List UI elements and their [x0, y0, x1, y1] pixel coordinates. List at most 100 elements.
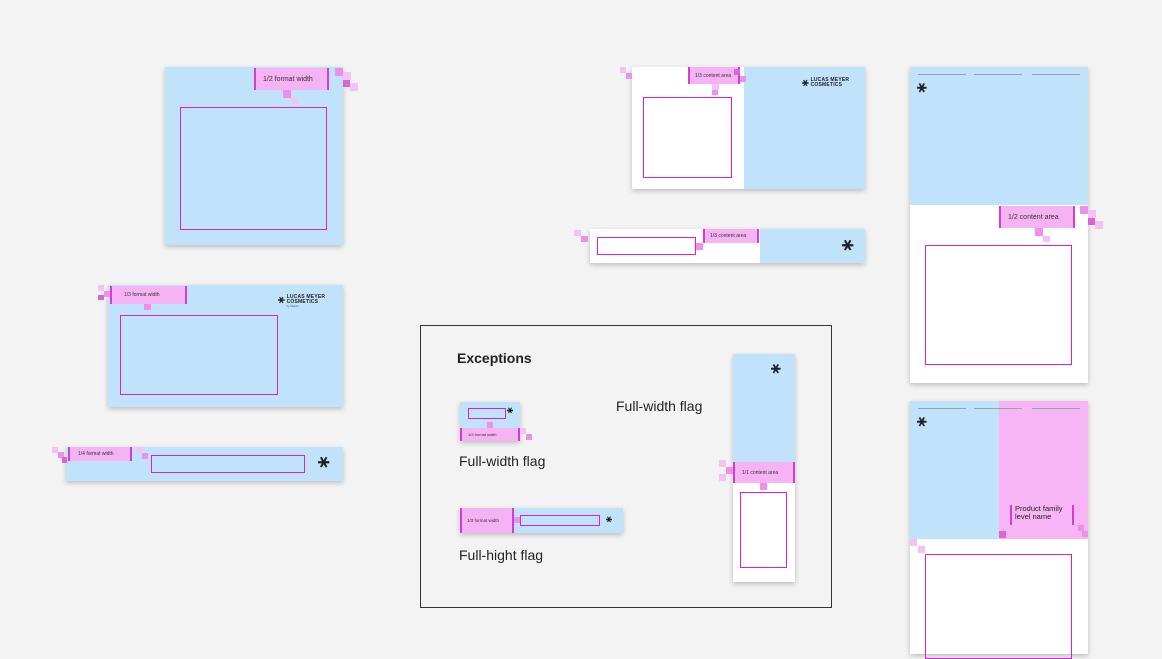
asterisk-icon: ⚹ — [318, 451, 330, 472]
flag-pixel — [1043, 236, 1050, 242]
flag-pixel — [514, 517, 520, 523]
blue-top — [733, 354, 795, 462]
asterisk-icon: ⚹ — [917, 413, 927, 430]
layout-card-third-width: 1/3 format width ⚹ LUCAS MEYER COSMETICS… — [98, 285, 343, 407]
flag-pixel — [696, 243, 703, 250]
flag-label: 1/3 format width — [124, 292, 160, 298]
format-flag: 1/1 content area — [733, 462, 795, 483]
flag-pixel — [626, 73, 632, 79]
blue-part — [760, 229, 865, 263]
full-width-flag-small-label: Full-width flag — [459, 453, 546, 469]
content-frame — [520, 515, 600, 526]
full-hight-flag-label: Full-hight flag — [459, 547, 544, 563]
layout-card-quarter-width: 1/4 format width ⚹ — [52, 447, 343, 481]
format-flag: 1/3 format width — [460, 508, 514, 533]
blue-area — [910, 401, 999, 539]
asterisk-icon: ⚹ — [606, 514, 612, 525]
flag-pixel — [999, 531, 1006, 538]
exceptions-title: Exceptions — [457, 350, 532, 366]
blue-half — [744, 67, 865, 189]
asterisk-icon: ⚹ — [771, 360, 781, 377]
layout-card-split-strip: 1/3 content area ⚹ — [574, 229, 865, 263]
flag-pixel — [734, 69, 740, 75]
top-rule — [918, 408, 966, 409]
exception-hight-card: 1/3 format width ⚹ — [460, 508, 623, 533]
flag-label: 1/3 content area — [710, 233, 747, 239]
flag-pixel — [98, 295, 104, 300]
layout-card-product-family: ⚹ Product family level name — [910, 401, 1088, 659]
white-bottom — [910, 539, 1088, 654]
flag-pixel — [574, 230, 581, 236]
format-flag: 1/2 content area — [999, 206, 1075, 228]
flag-pixel — [1035, 228, 1043, 236]
flag-pixel — [1088, 210, 1096, 218]
product-family-flag: Product family level name — [1010, 505, 1074, 525]
exception-tall-card: ⚹ 1/1 content area — [719, 354, 795, 582]
product-family-label: Product family level name — [1015, 504, 1063, 521]
asterisk-icon: ⚹ — [842, 234, 854, 255]
logo-sub: by Clariant — [286, 305, 299, 308]
flag-pixel — [1095, 221, 1103, 229]
content-frame — [468, 408, 506, 419]
flag-pixel — [712, 84, 719, 90]
flag-pixel — [726, 467, 733, 474]
flag-pixel — [1080, 206, 1088, 214]
format-flag: 1/2 format width — [254, 68, 329, 90]
flag-pixel — [620, 67, 626, 73]
flag-pixel — [1078, 525, 1084, 531]
logo-line-2: COSMETICS — [810, 82, 843, 88]
flag-pixel — [719, 460, 726, 467]
asterisk-icon: ⚹ — [802, 77, 809, 89]
top-rule — [974, 74, 1022, 75]
content-frame — [643, 97, 732, 178]
format-flag: 1/3 format width — [460, 428, 520, 441]
format-flag: 1/3 format width — [110, 286, 187, 304]
flag-pixel — [712, 90, 718, 95]
logo-line-1: LUCAS MEYER — [286, 294, 326, 300]
flag-pixel — [1088, 218, 1095, 225]
flag-pixel — [740, 76, 746, 82]
full-width-flag-tall-label: Full-width flag — [616, 398, 703, 414]
flag-pixel — [526, 434, 532, 440]
white-half — [632, 67, 744, 189]
asterisk-icon: ⚹ — [917, 79, 927, 96]
asterisk-icon: ⚹ — [278, 294, 285, 306]
flag-pixel — [58, 452, 64, 458]
flag-pixel — [1082, 531, 1088, 537]
flag-pixel — [291, 98, 298, 104]
blue-top — [910, 67, 1088, 205]
top-rule — [918, 74, 966, 75]
flag-pixel — [144, 304, 151, 310]
flag-label: 1/2 content area — [1008, 213, 1059, 221]
flag-pixel — [283, 90, 291, 98]
asterisk-icon: ⚹ — [507, 405, 513, 416]
flag-pixel — [520, 428, 526, 434]
format-flag: 1/3 content area — [703, 229, 759, 243]
layout-card-portrait: ⚹ 1/2 content area — [910, 67, 1103, 383]
brand-logo: ⚹ LUCAS MEYER COSMETICS — [802, 78, 862, 96]
flag-pixel — [910, 539, 917, 546]
flag-pixel — [719, 474, 726, 481]
content-frame — [597, 237, 696, 255]
flag-pixel — [581, 236, 588, 242]
flag-label: 1/3 format width — [467, 518, 500, 523]
logo-line-2: COSMETICS — [286, 299, 319, 305]
top-rule — [1032, 74, 1080, 75]
content-frame — [180, 107, 327, 230]
content-frame — [151, 455, 305, 473]
flag-pixel — [760, 483, 767, 490]
top-rule — [974, 408, 1022, 409]
flag-pixel — [918, 546, 925, 553]
flag-pixel — [62, 457, 67, 463]
content-frame — [925, 245, 1072, 365]
flag-pixel — [142, 453, 148, 459]
flag-pixel — [343, 72, 351, 80]
brand-logo: ⚹ LUCAS MEYER COSMETICS by Clariant — [278, 295, 338, 313]
exceptions-box: Exceptions ⚹ 1/3 format width Full-width… — [420, 325, 832, 608]
flag-label: 1/3 content area — [695, 72, 732, 79]
flag-label: 1/4 format width — [78, 451, 114, 457]
flag-pixel — [350, 83, 358, 91]
flag-pixel — [335, 68, 343, 76]
flag-pixel — [104, 291, 110, 297]
content-frame — [740, 492, 787, 568]
